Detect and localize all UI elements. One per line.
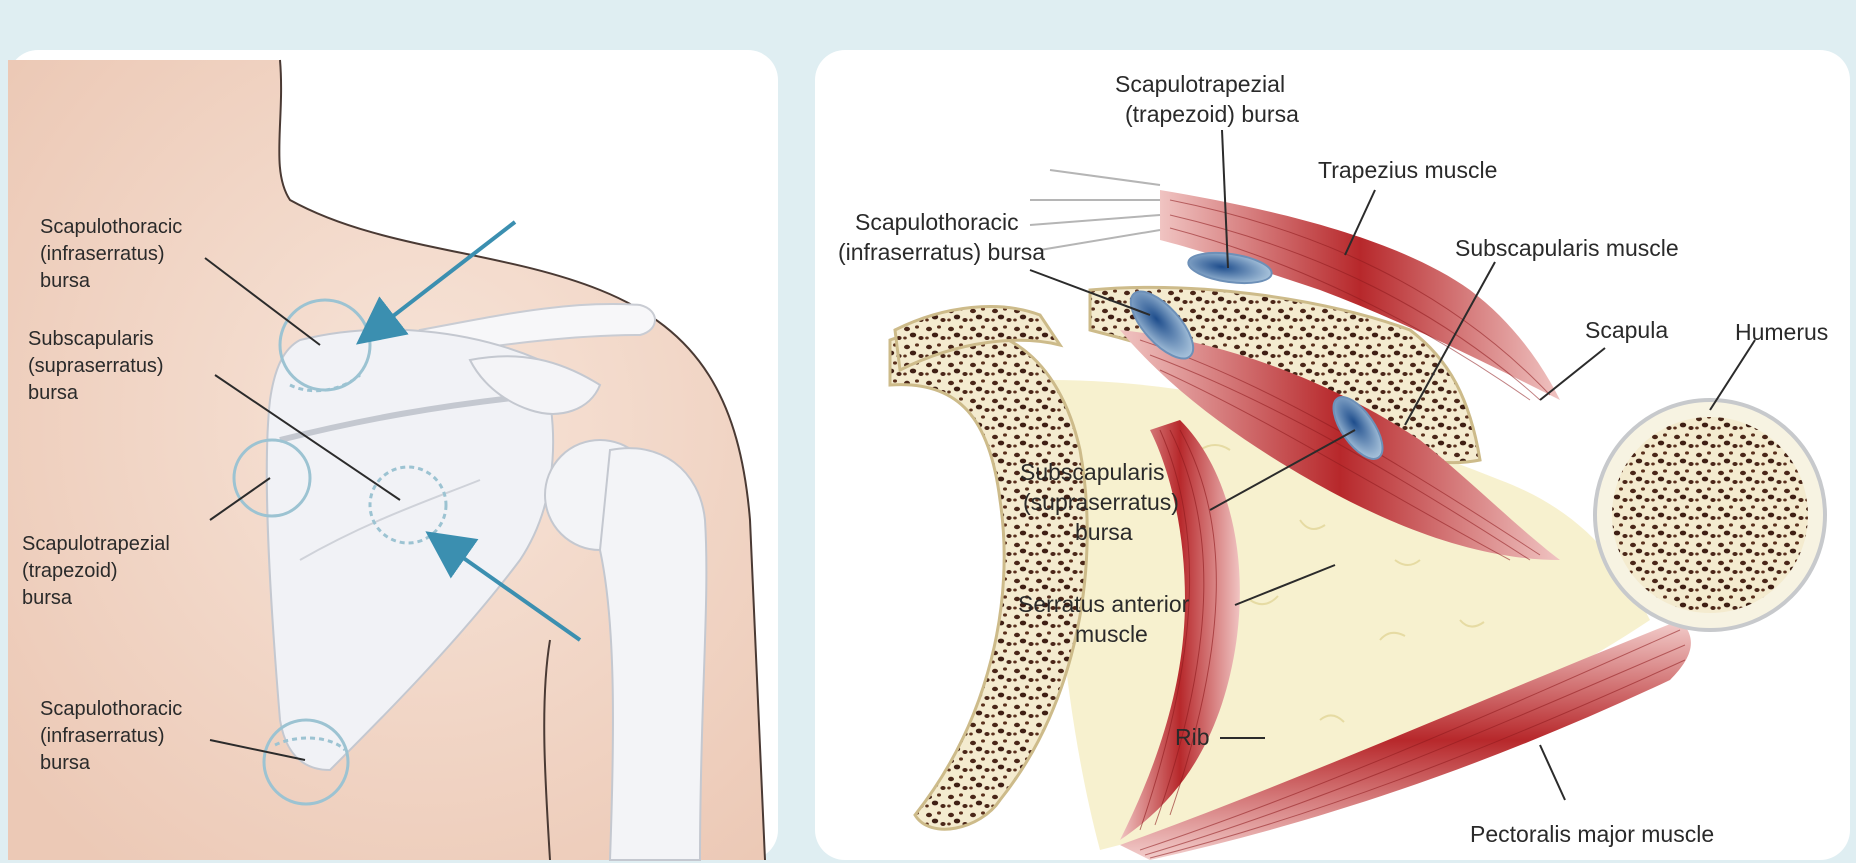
label-trapezius-muscle: Trapezius muscle: [1318, 157, 1497, 183]
label-scapula: Scapula: [1585, 317, 1668, 343]
humerus-marrow: [1612, 417, 1808, 613]
humerus-shaft: [600, 448, 706, 860]
left-panel: Scapulothoracic (infraserratus) bursa Su…: [8, 50, 778, 860]
right-panel: Scapulotrapezial (trapezoid) bursa Trape…: [815, 50, 1850, 860]
label-pectoralis-major: Pectoralis major muscle: [1470, 821, 1714, 847]
label-rib: Rib: [1175, 724, 1210, 750]
label-humerus: Humerus: [1735, 319, 1828, 345]
label-subscapularis-muscle: Subscapularis muscle: [1455, 235, 1679, 261]
